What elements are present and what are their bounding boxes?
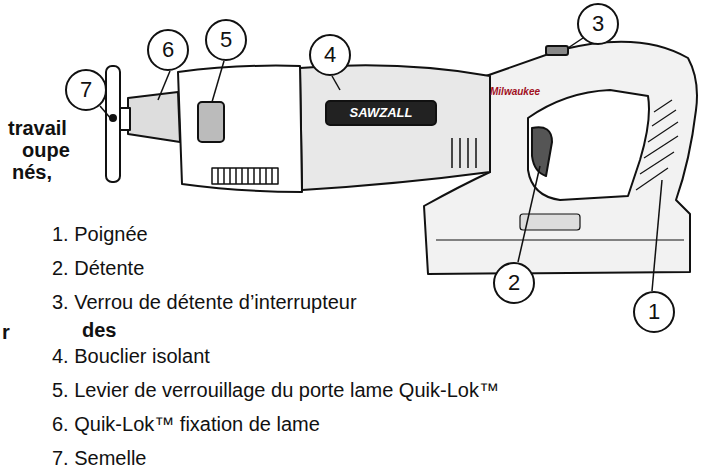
- legend-item: 7. Semelle: [52, 446, 147, 470]
- legend-item: 2. Détente: [52, 256, 144, 280]
- callout-number: 2: [508, 272, 520, 294]
- legend-item: 1. Poignée: [52, 222, 148, 246]
- callout-number: 6: [162, 39, 174, 61]
- callout-circle: 4: [309, 34, 351, 76]
- callout-number: 3: [592, 13, 604, 35]
- fragment-text: r: [2, 320, 10, 344]
- callout-number: 7: [80, 79, 92, 101]
- fragment-text: nés,: [12, 160, 52, 184]
- legend-item: 6. Quik-Lok™ fixation de lame: [52, 412, 320, 436]
- callout-circle: 6: [147, 29, 189, 71]
- callout-circle: 1: [633, 291, 675, 333]
- callout-number: 4: [324, 44, 336, 66]
- callout-circle: 3: [577, 3, 619, 45]
- callout-circle: 7: [65, 69, 107, 111]
- fragment-text: des: [82, 318, 116, 342]
- fragment-text: oupe: [22, 138, 70, 162]
- fragment-text: travail: [8, 116, 67, 140]
- callout-number: 5: [220, 29, 232, 51]
- legend-item: 3. Verrou de détente d’interrupteur: [52, 290, 357, 314]
- brand-text: Milwaukee: [490, 86, 540, 98]
- badge-text: SAWZALL: [326, 101, 436, 125]
- legend-item: 5. Levier de verrouillage du porte lame …: [52, 378, 499, 402]
- legend-item: 4. Bouclier isolant: [52, 344, 210, 368]
- callout-circle: 5: [205, 19, 247, 61]
- callout-circle: 2: [493, 262, 535, 304]
- callout-number: 1: [648, 301, 660, 323]
